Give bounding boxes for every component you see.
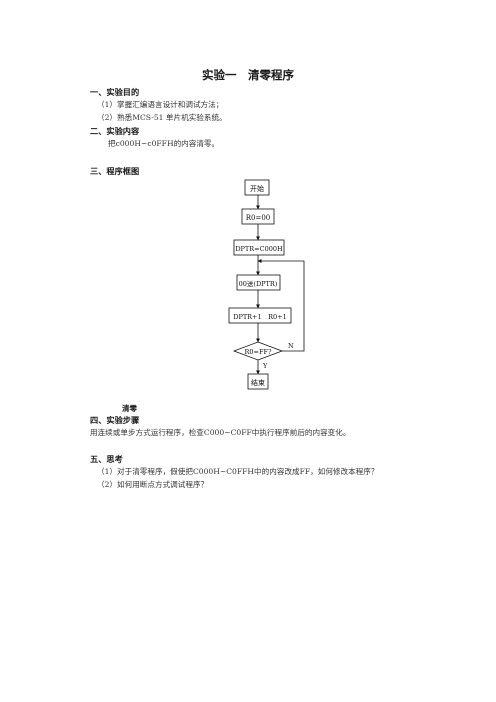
- thinking-item-1: （1）对于清零程序，假使把C000H~C0FFH中的内容改成FF，如何修改本程序…: [97, 467, 379, 476]
- purpose-item-1: （1）掌握汇编语言设计和调试方法；: [97, 100, 224, 109]
- flow-yes-label: Y: [262, 362, 268, 370]
- thinking-item-2: （2）如何用断点方式调试程序？: [97, 480, 209, 489]
- flow-increment-box: [228, 307, 292, 324]
- flow-end-label: 结束: [251, 378, 265, 387]
- flow-no-label: N: [288, 342, 294, 350]
- figure-label: 清零: [122, 404, 137, 413]
- flow-dptr-label: DPTR=C000H: [235, 245, 283, 253]
- flow-decision-label: R0=FF?: [245, 348, 272, 356]
- section-heading-content: 二、实验内容: [90, 126, 140, 136]
- flow-clear-label: 00送(DPTR): [239, 279, 278, 288]
- steps-text: 用连续或单步方式运行程序，检查C000~C0FF中执行程序前后的内容变化。: [90, 428, 351, 437]
- page-title: 实验一 清零程序: [202, 68, 294, 82]
- section-heading-steps: 四、实验步骤: [90, 415, 140, 425]
- section-heading-purpose: 一、实验目的: [90, 87, 140, 97]
- section-heading-thinking: 五、思考: [90, 454, 123, 464]
- purpose-item-2: （2）熟悉MCS-51 单片机实验系统。: [97, 113, 227, 122]
- flow-start-label: 开始: [250, 184, 264, 193]
- content-text: 把c000H~c0FFH的内容清零。: [108, 139, 220, 148]
- flow-r0-label: R0=00: [246, 214, 271, 222]
- section-heading-flowchart: 三、程序框图: [90, 166, 140, 176]
- flowchart: 开始 R0=00 DPTR=C000H 00送(DPTR) DPTR+1 R0+…: [228, 179, 305, 390]
- flow-increment-label: DPTR+1 R0+1: [233, 313, 287, 321]
- flow-start-box: [244, 179, 270, 196]
